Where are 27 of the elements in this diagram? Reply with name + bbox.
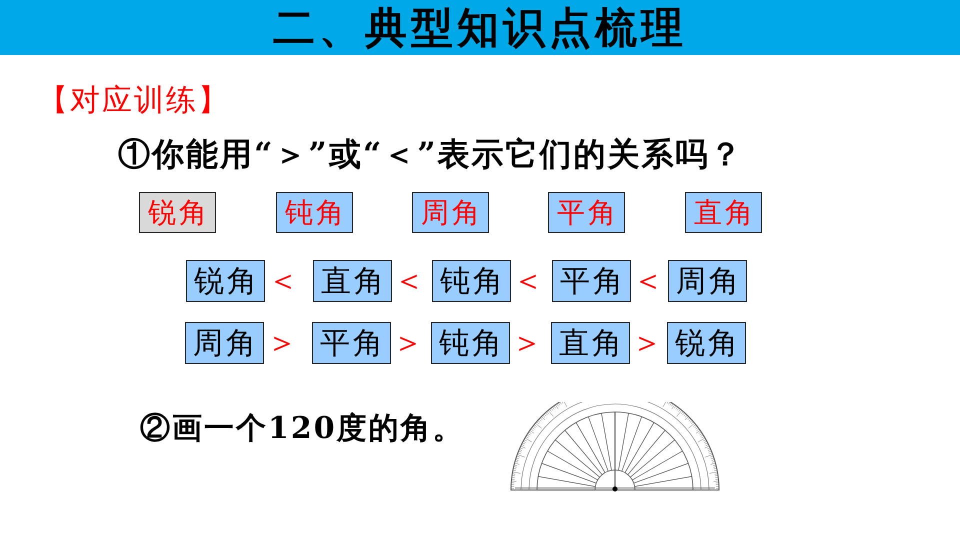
comparison-sign: ＜ bbox=[267, 264, 301, 296]
term-box: 锐角 bbox=[667, 322, 746, 364]
term-box: 直角 bbox=[551, 322, 630, 364]
term-box: 周角 bbox=[185, 322, 264, 364]
term-box: 直角 bbox=[685, 192, 762, 233]
section-heading: 【对应训练】 bbox=[38, 86, 230, 116]
term-box: 钝角 bbox=[431, 322, 510, 364]
term-box: 平角 bbox=[548, 192, 625, 233]
title-text: 二、典型知识点梳理 bbox=[272, 2, 688, 54]
comparison-sign: ＞ bbox=[511, 326, 545, 358]
comparison-sign: ＞ bbox=[392, 326, 426, 358]
task-text: ②画一个120度的角。 bbox=[140, 414, 465, 444]
comparison-sign: ＜ bbox=[512, 264, 546, 296]
comparison-sign: ＞ bbox=[631, 326, 665, 358]
question-text: ①你能用“＞”或“＜”表示它们的关系吗？ bbox=[118, 138, 744, 170]
term-box: 直角 bbox=[313, 260, 392, 302]
comparison-sign: ＜ bbox=[632, 264, 666, 296]
term-box: 钝角 bbox=[432, 260, 511, 302]
term-box: 周角 bbox=[412, 192, 489, 233]
term-box: 平角 bbox=[552, 260, 631, 302]
comparison-sign: ＞ bbox=[266, 326, 300, 358]
term-box: 周角 bbox=[668, 260, 747, 302]
term-box: 钝角 bbox=[276, 192, 353, 233]
term-box: 锐角 bbox=[139, 192, 216, 233]
term-box: 锐角 bbox=[186, 260, 265, 302]
term-box: 平角 bbox=[312, 322, 391, 364]
comparison-sign: ＜ bbox=[393, 264, 427, 296]
